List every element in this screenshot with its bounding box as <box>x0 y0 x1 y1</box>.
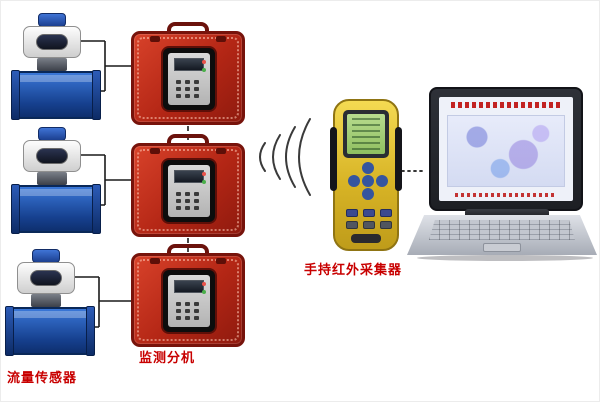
transmitter-icon <box>21 13 83 71</box>
handheld-lcd-bezel <box>343 110 389 158</box>
laptop-screen-title-text <box>451 102 561 108</box>
laptop-screen-footer-text <box>455 193 557 197</box>
case-latch-left <box>150 258 160 264</box>
flow-channel-box <box>11 184 101 234</box>
transmitter-body <box>23 140 81 172</box>
case-face <box>131 143 245 237</box>
case-rivets <box>137 149 239 231</box>
laptop-hinge <box>465 209 549 219</box>
flange-left <box>11 70 20 120</box>
transmitter-base <box>37 172 67 185</box>
flow-channel-box <box>11 70 101 120</box>
case-latch-right <box>216 258 226 264</box>
case-latch-left <box>150 148 160 154</box>
instrument-plate <box>168 275 210 327</box>
case-rivets <box>137 259 239 341</box>
handheld-grip-left <box>330 127 337 191</box>
flow-channel-highlight <box>17 75 95 82</box>
wire-sensor3-unit3 <box>75 276 132 328</box>
laptop-screen-artwork <box>447 115 565 187</box>
flange-left <box>11 184 20 234</box>
transmitter-display <box>36 34 68 50</box>
laptop-screen-frame <box>429 87 583 211</box>
flow-sensor-2 <box>11 127 103 235</box>
handheld-collector <box>330 99 402 251</box>
transmitter-body <box>17 262 75 294</box>
flow-channel-highlight <box>17 189 95 196</box>
case-handle <box>167 22 209 36</box>
laptop-display <box>439 97 573 201</box>
flange-left <box>5 306 14 356</box>
transmitter-cap <box>32 249 60 263</box>
flow-sensor-3 <box>5 249 97 357</box>
transmitter-base <box>31 294 61 307</box>
handheld-lcd-screen <box>347 114 385 154</box>
transmitter-icon <box>15 249 77 307</box>
instrument-plate <box>168 165 210 217</box>
panel-led-icon <box>202 282 206 286</box>
flow-channel-box <box>5 306 95 356</box>
handheld-grip-right <box>395 127 402 191</box>
flange-right <box>86 306 95 356</box>
laptop <box>407 87 597 262</box>
laptop-touchpad <box>483 243 521 252</box>
label-handheld-collector: 手持红外采集器 <box>304 262 403 277</box>
label-monitor-unit: 监测分机 <box>139 350 196 365</box>
panel-led-icon <box>202 172 206 176</box>
monitor-unit-3 <box>131 244 245 347</box>
wire-sensor2-unit2 <box>81 154 132 206</box>
handheld-ir-port <box>351 234 381 243</box>
panel-screen <box>174 170 204 183</box>
transmitter-display <box>30 270 62 286</box>
handheld-key-row-1 <box>346 209 392 217</box>
handheld-key-row-2 <box>346 221 392 229</box>
transmitter-cap <box>38 127 66 141</box>
panel-buttons <box>176 302 181 306</box>
panel-buttons <box>176 80 181 84</box>
case-latch-right <box>216 148 226 154</box>
flange-right <box>92 184 101 234</box>
instrument-panel <box>163 48 215 110</box>
wireless-signal-icon <box>259 118 311 196</box>
handheld-dpad-buttons <box>362 175 374 187</box>
panel-screen <box>174 280 204 293</box>
case-latch-right <box>216 36 226 42</box>
case-rivets <box>137 37 239 119</box>
case-handle <box>167 244 209 258</box>
panel-led-icon <box>202 60 206 64</box>
transmitter-base <box>37 58 67 71</box>
case-latch-left <box>150 36 160 42</box>
laptop-base <box>407 215 597 255</box>
laptop-keyboard <box>429 220 575 240</box>
panel-buttons <box>176 192 181 196</box>
flow-sensor-1 <box>11 13 103 121</box>
case-face <box>131 31 245 125</box>
instrument-panel <box>163 160 215 222</box>
laptop-shadow <box>417 255 593 261</box>
transmitter-cap <box>38 13 66 27</box>
transmitter-display <box>36 148 68 164</box>
instrument-plate <box>168 53 210 105</box>
monitor-unit-2 <box>131 134 245 237</box>
case-handle <box>167 134 209 148</box>
monitor-unit-1 <box>131 22 245 125</box>
flow-channel-highlight <box>11 311 89 318</box>
label-flow-sensor: 流量传感器 <box>7 370 78 385</box>
case-face <box>131 253 245 347</box>
instrument-panel <box>163 270 215 332</box>
wire-sensor1-unit1 <box>81 40 132 92</box>
transmitter-icon <box>21 127 83 185</box>
transmitter-body <box>23 26 81 58</box>
flange-right <box>92 70 101 120</box>
panel-screen <box>174 58 204 71</box>
